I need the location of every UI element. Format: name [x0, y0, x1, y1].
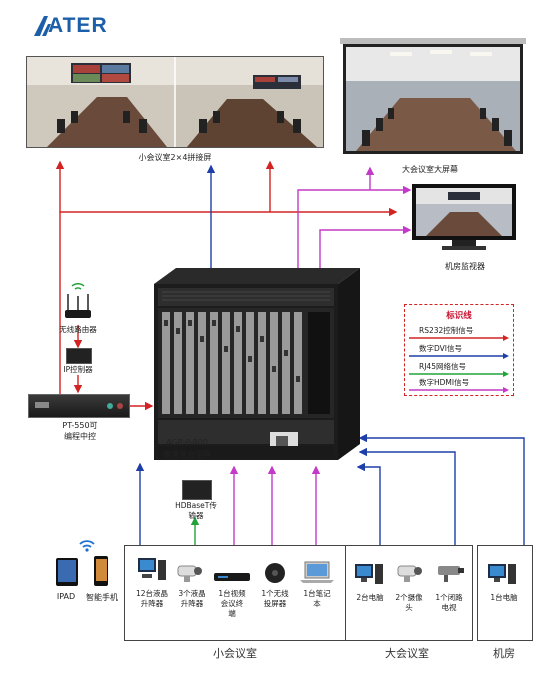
source-large-1-line1: 2个摄像 [395, 593, 423, 602]
small-room-video-wall-photo [26, 56, 324, 148]
hdbaset-label-line2: 输器 [188, 511, 204, 520]
laptop-icon [300, 560, 334, 588]
machine-room-source-group [477, 545, 533, 641]
pc-icon [355, 562, 385, 590]
controller-model-label: PT-550可 [62, 421, 98, 430]
brand-logo: ATER [32, 14, 112, 38]
source-small-4-line1: 1台笔记 [303, 589, 331, 598]
hdbaset-transmitter [182, 480, 212, 500]
ip-controller-device [66, 348, 92, 364]
wifi-icon [78, 538, 96, 552]
source-small-0-line2: 升降器 [140, 599, 164, 608]
large-room-screen-photo [340, 38, 526, 158]
source-small-2-line1: 1台视频 [218, 589, 246, 598]
machine-room-monitor [412, 184, 516, 254]
source-small-3-line1: 1个无线 [261, 589, 289, 598]
phone-label: 智能手机 [86, 593, 118, 602]
smartphone-device [94, 556, 108, 586]
matrix-model-label: AGP-P-800 [166, 438, 208, 447]
legend-item-rs232: RS232控制信号 [409, 325, 509, 341]
source-small-4-line2: 本 [313, 599, 321, 608]
ipad-label: IPAD [56, 592, 76, 601]
source-small-3-line2: 投屏器 [263, 599, 287, 608]
ipad-device [56, 558, 78, 586]
source-machine-0-line1: 1台电脑 [490, 593, 518, 602]
logo-mark-icon [34, 16, 51, 36]
wireless-projector-icon [264, 562, 286, 588]
source-small-1-line1: 3个液晶 [178, 589, 206, 598]
cctv-camera-icon [434, 562, 466, 588]
pt550-controller-device [28, 394, 130, 418]
room-label-machine: 机房 [493, 647, 515, 660]
source-small-2-line2: 会议终 [220, 599, 244, 608]
source-small-0-line1: 12台液晶 [135, 589, 169, 598]
source-large-1-line2: 头 [405, 603, 413, 612]
small-room-wall-label: 小会议室2×4拼接屏 [138, 153, 212, 162]
legend-item-dvi: 数字DVI信号 [409, 343, 509, 359]
monitor-label: 机房监视器 [445, 262, 485, 271]
hdmi-lines [229, 166, 412, 545]
controller-desc-label: 编程中控 [64, 432, 96, 441]
legend: 标识线 RS232控制信号 数字DVI信号 RJ45网络信号 数字HDMI信号 [404, 304, 514, 396]
legend-title: 标识线 [446, 311, 472, 321]
matrix-desc-label: 高清混合矩阵 [163, 450, 211, 459]
lcd-lift-12-icon [138, 556, 168, 588]
video-conference-terminal-icon [214, 568, 250, 587]
legend-item-hdmi: 数字HDMI信号 [409, 377, 509, 393]
router-label: 无线路由器 [59, 325, 97, 334]
rs232-lines [55, 160, 398, 411]
dvi-lines [135, 164, 525, 545]
source-large-2-line2: 电视 [441, 603, 457, 612]
camera-lcd-lift-icon [176, 562, 206, 588]
source-large-2-line1: 1个闭路 [435, 593, 463, 602]
source-large-0-line1: 2台电脑 [356, 593, 384, 602]
large-room-source-group [345, 545, 473, 641]
wifi-router [62, 280, 94, 324]
logo-text: ATER [48, 14, 108, 37]
room-label-small: 小会议室 [213, 647, 257, 660]
legend-item-rj45: RJ45网络信号 [409, 361, 509, 377]
room-label-large: 大会议室 [385, 647, 429, 660]
source-small-2-line3: 端 [228, 609, 236, 618]
machine-room-pc-icon [488, 562, 518, 590]
large-room-screen-label: 大会议室大屏幕 [402, 165, 458, 174]
camera-icon [396, 562, 424, 588]
ip-controller-label: IP控制器 [63, 365, 93, 374]
matrix-rack [150, 266, 364, 462]
hdbaset-label-line1: HDBaseT传 [175, 501, 217, 510]
source-small-1-line2: 升降器 [180, 599, 204, 608]
